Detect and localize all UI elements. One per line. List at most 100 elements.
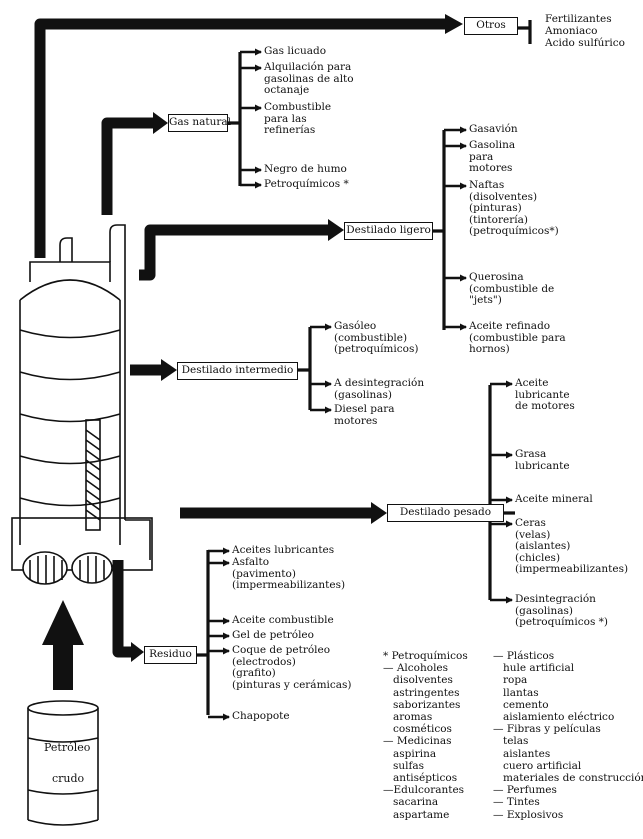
legend-line: sulfas <box>393 759 425 772</box>
legend-line: aislantes <box>503 747 551 760</box>
legend-line: —Edulcorantes <box>383 784 465 797</box>
item-line: hornos) <box>469 343 510 355</box>
item-line: lubricante <box>515 459 570 472</box>
item-line: para las <box>264 112 307 125</box>
thin-connectors <box>196 20 532 715</box>
item-line: Gas licuado <box>264 45 327 57</box>
otros-box: Otros <box>464 17 518 35</box>
destilado-pesado-box: Destilado pesado <box>387 504 504 522</box>
item-line: octanaje <box>264 84 310 96</box>
destilado-ligero-item: Gasavión <box>469 123 518 136</box>
item-line: (pinturas y cerámicas) <box>232 678 352 691</box>
residuo-box: Residuo <box>144 646 197 664</box>
legend-line: — Medicinas <box>383 735 452 748</box>
legend-line: * Petroquímicos <box>383 650 468 662</box>
legend-line: disolventes <box>393 674 453 687</box>
item-line: lubricante <box>515 388 570 401</box>
crude-input-arrow <box>42 600 84 690</box>
item-line: Ceras <box>515 517 546 529</box>
destilado-ligero-box: Destilado ligero <box>344 222 433 240</box>
item-line: Aceite refinado <box>469 320 551 332</box>
item-line: Diesel para <box>334 403 395 415</box>
legend-line: — Perfumes <box>493 784 557 797</box>
item-line: (petroquímicos) <box>334 343 419 355</box>
item-line: (combustible para <box>469 331 566 344</box>
legend-line: ropa <box>503 674 528 687</box>
legend-line: sacarina <box>393 796 439 809</box>
legend-line: materiales de construcción <box>503 772 643 785</box>
destilado-intermedio-item: Gasóleo(combustible)(petroquímicos) <box>334 320 419 356</box>
item-line: Gasavión <box>469 123 518 135</box>
item-line: (chicles) <box>515 551 561 564</box>
legend-line: aromas <box>393 711 433 724</box>
legend-line: aspartame <box>393 808 450 821</box>
item-line: A desintegración <box>334 377 425 389</box>
item-line: (combustible de <box>469 282 555 295</box>
legend-line: llantas <box>503 686 539 699</box>
destilado-ligero-item: Naftas(disolventes)(pinturas)(tintorería… <box>469 179 559 238</box>
residuo-item: Gel de petróleo <box>232 629 314 642</box>
gas-natural-item: Gas licuado <box>264 45 327 58</box>
item-line: (aislantes) <box>515 540 571 552</box>
destilado-intermedio-box: Destilado intermedio <box>177 362 298 380</box>
legend-line: aspirina <box>393 747 437 760</box>
item-line: Gel de petróleo <box>232 629 314 641</box>
residuo-item: Chapopote <box>232 710 290 723</box>
legend-line: astringentes <box>393 686 460 699</box>
item-line: Aceites lubricantes <box>232 544 335 556</box>
item-line: (electrodos) <box>232 655 296 668</box>
legend-line: — Explosivos <box>493 808 564 821</box>
otros-item-0: Fertilizantes <box>545 13 612 25</box>
item-line: de motores <box>515 400 575 412</box>
item-line: Negro de humo <box>264 163 347 175</box>
otros-item-1: Amoniaco <box>545 25 598 37</box>
item-line: (impermeabilizantes) <box>515 563 629 575</box>
item-line: (tintorería) <box>469 213 528 226</box>
item-line: motores <box>469 162 513 174</box>
legend-line: — Alcoholes <box>383 662 449 675</box>
gas-natural-item: Petroquímicos * <box>264 178 349 191</box>
flow-arrows <box>34 18 445 658</box>
destilado-intermedio-item: A desintegración(gasolinas) <box>334 377 425 401</box>
item-line: para <box>469 150 494 163</box>
legend-line: cemento <box>503 698 549 711</box>
item-line: gasolinas de alto <box>264 72 354 85</box>
legend-line: — Plásticos <box>493 650 555 662</box>
item-line: Chapopote <box>232 710 290 722</box>
item-line: Querosina <box>469 271 524 283</box>
residuo-item: Coque de petróleo(electrodos)(grafito)(p… <box>232 644 352 691</box>
destilado-ligero-item: Querosina(combustible de"jets") <box>469 271 555 307</box>
item-line: motores <box>334 414 378 427</box>
legend-line: cosméticos <box>393 723 452 736</box>
item-line: Coque de petróleo <box>232 644 331 656</box>
residuo-item: Aceites lubricantes <box>232 544 335 557</box>
residuo-item: Asfalto(pavimento)(impermeabilizantes) <box>232 556 345 592</box>
item-line: Naftas <box>469 179 505 191</box>
item-line: (gasolinas) <box>515 604 574 617</box>
destilado-pesado-item: Ceras(velas)(aislantes)(chicles)(imperme… <box>515 517 629 576</box>
destilado-pesado-item: Desintegración(gasolinas)(petroquímicos … <box>515 593 608 629</box>
item-line: Aceite combustible <box>232 614 334 626</box>
item-line: (grafito) <box>232 667 276 679</box>
gas-natural-box: Gas natural <box>168 114 231 132</box>
gas-natural-item: Negro de humo <box>264 163 347 176</box>
legend-line: cuero artificial <box>503 759 582 772</box>
item-line: Desintegración <box>515 593 596 605</box>
legend-line: antisépticos <box>393 772 458 785</box>
barrel-label-1: Petróleo <box>44 741 91 754</box>
barrel-icon <box>27 700 99 826</box>
arrow-heads <box>131 14 463 662</box>
residuo-item: Aceite combustible <box>232 614 334 627</box>
item-line: Aceite mineral <box>515 493 593 505</box>
